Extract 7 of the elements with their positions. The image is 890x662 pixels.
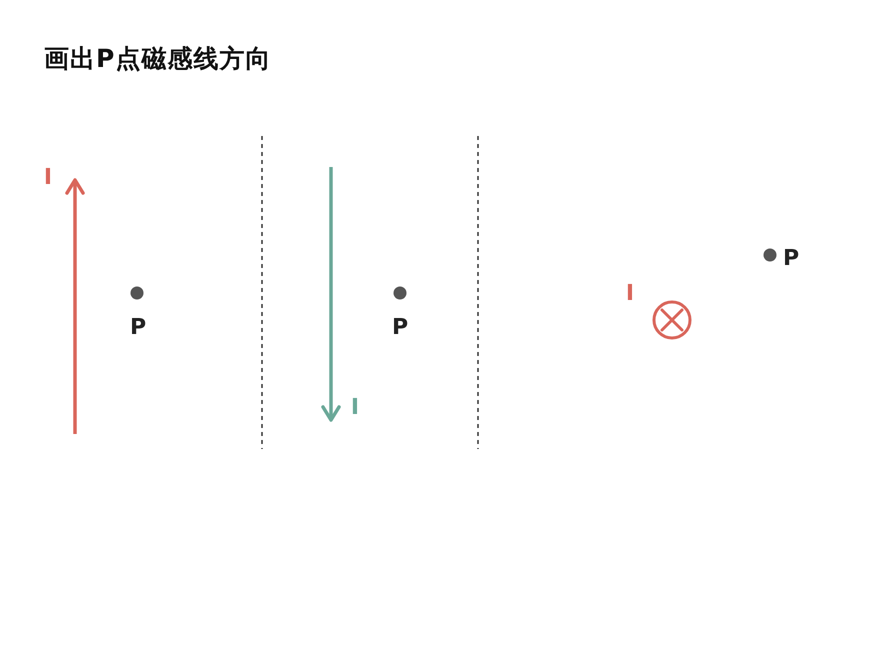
point-label: P — [130, 317, 146, 339]
current-label: I — [626, 283, 634, 305]
title: 画出P点磁感线方向 — [44, 43, 272, 75]
current-label: I — [350, 397, 360, 419]
point-label: P — [782, 248, 800, 270]
point-label: P — [392, 317, 408, 339]
current-label: I — [44, 167, 52, 189]
